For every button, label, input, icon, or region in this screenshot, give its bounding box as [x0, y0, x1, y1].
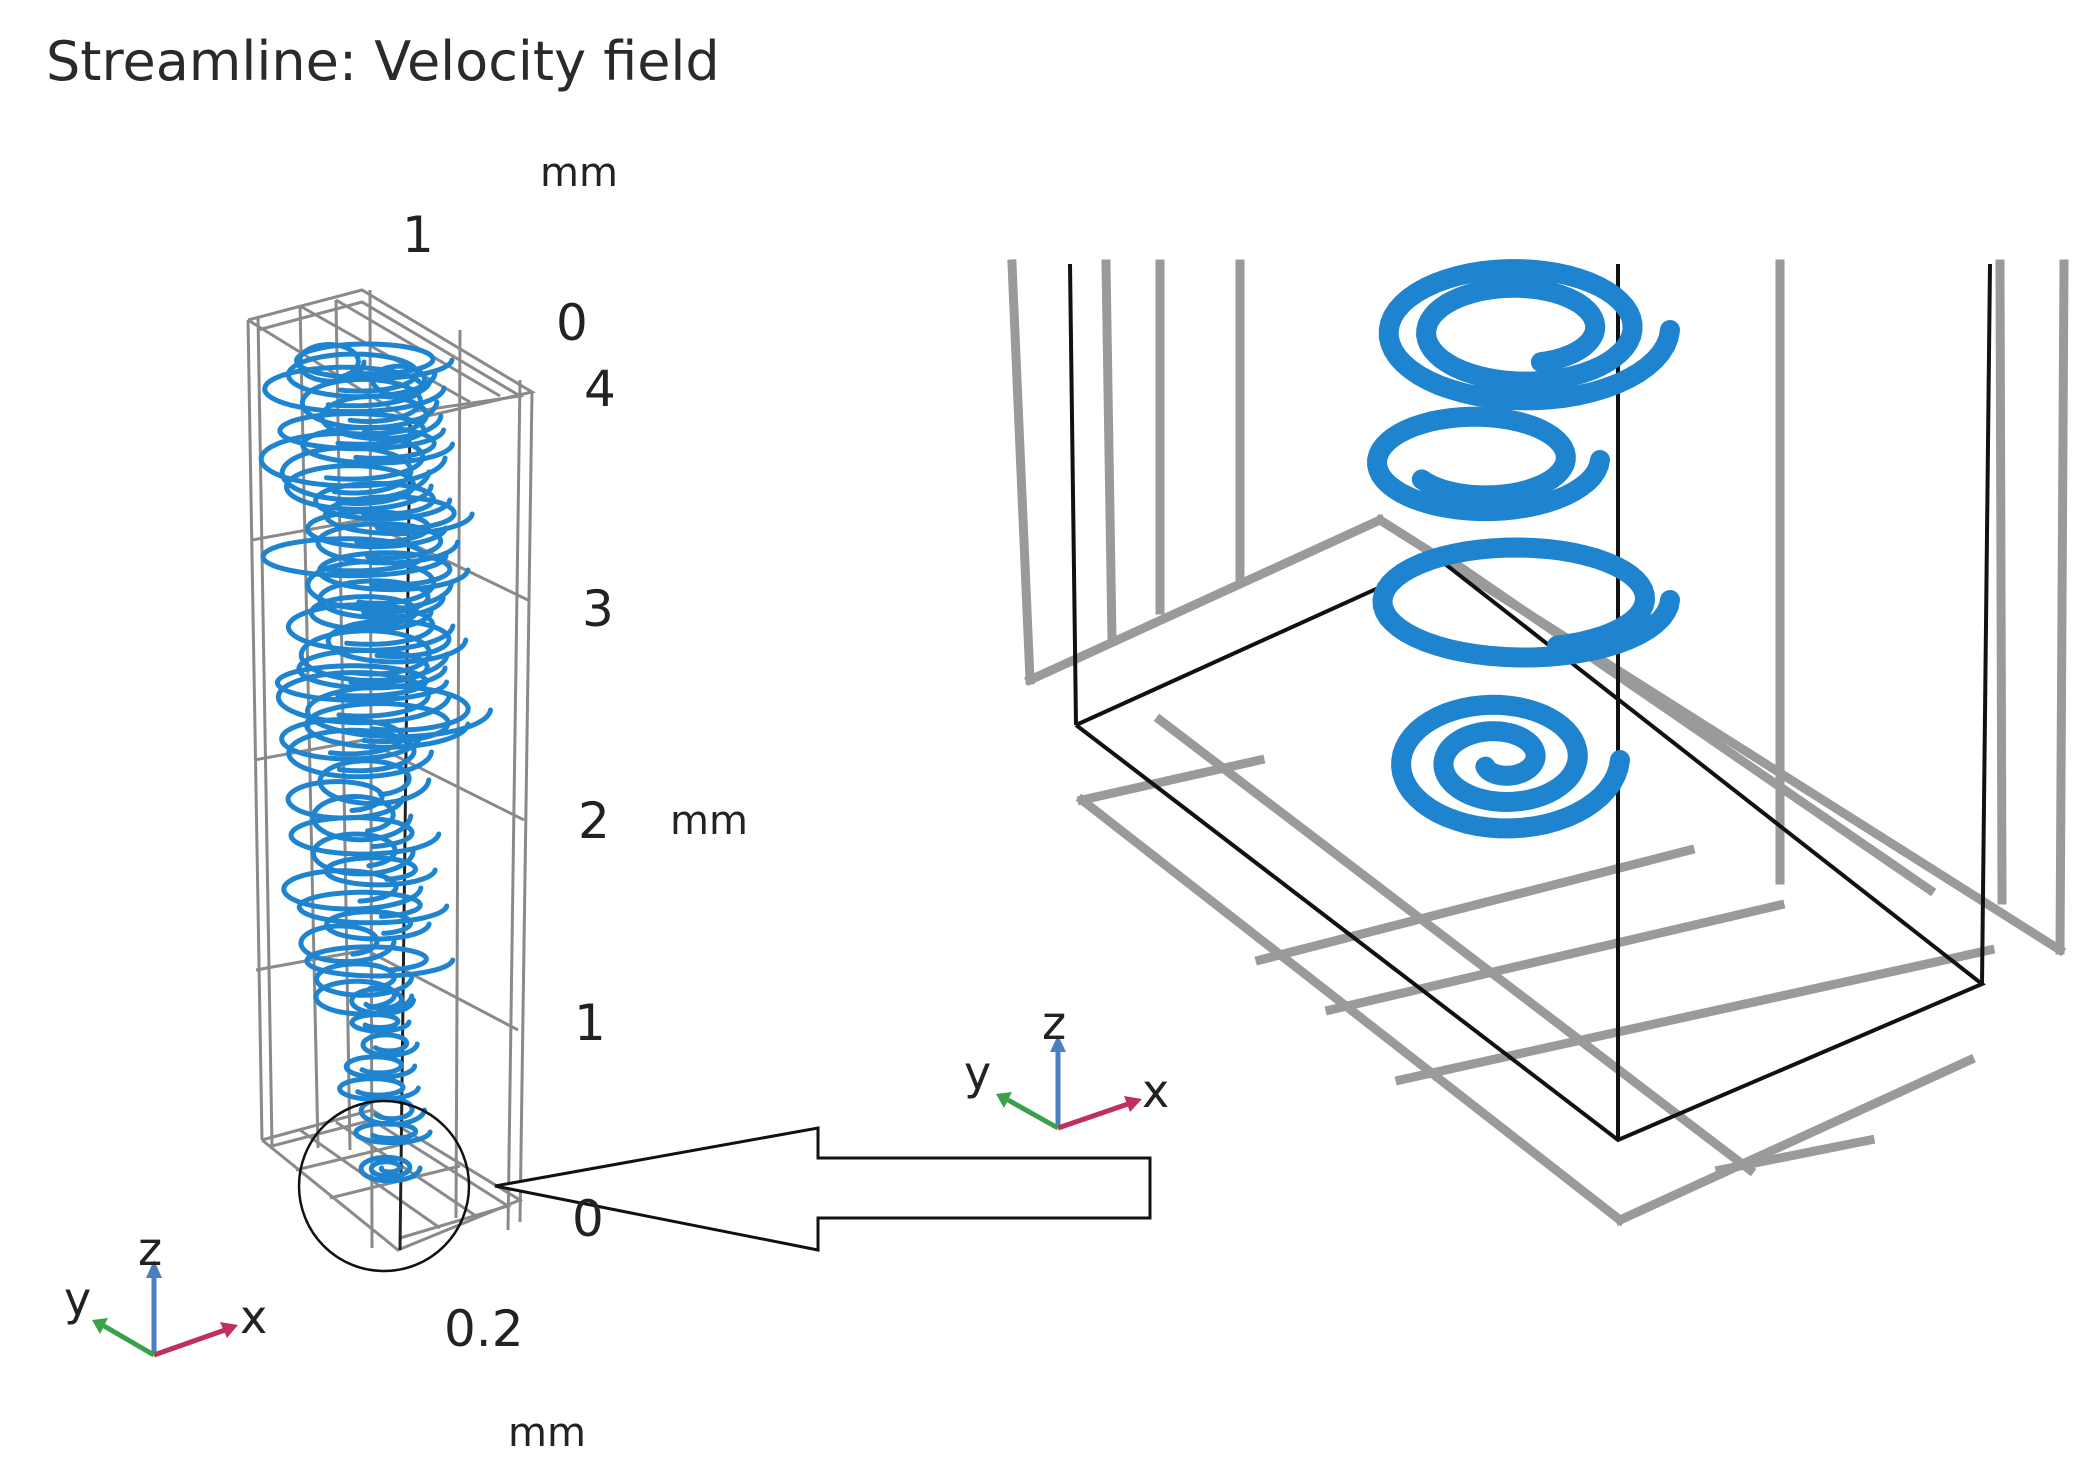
- triad-right-y-label: y: [964, 1046, 992, 1100]
- tick-z-4: 4: [584, 360, 616, 418]
- streamline-path: [358, 1154, 423, 1184]
- zoom-region-circle: [297, 1099, 471, 1273]
- streamline-path: [343, 1054, 418, 1080]
- tick-z-3: 3: [582, 580, 614, 638]
- streamline-path: [260, 536, 449, 579]
- streamline-path: [286, 727, 434, 780]
- tick-z-1: 1: [574, 994, 606, 1052]
- streamline-path: [313, 480, 453, 522]
- streamline-path: [1367, 406, 1610, 522]
- streamline-path: [305, 509, 449, 550]
- streamline-path: [313, 961, 415, 998]
- streamline-path: [298, 923, 397, 965]
- streamline-path: [281, 868, 424, 912]
- tick-x-bottom: 0.2: [444, 1300, 524, 1358]
- streamline-path: [1391, 694, 1630, 839]
- streamline-path: [310, 793, 414, 843]
- streamline-path: [1372, 537, 1680, 668]
- streamlines-zoom: [1367, 259, 1680, 839]
- unit-label-top: mm: [540, 150, 618, 196]
- zoom-view-front-edges: [1068, 263, 1992, 1143]
- streamline-path: [353, 1121, 433, 1146]
- triad-left-y-label: y: [64, 1272, 92, 1326]
- zoom-arrow: [494, 1126, 1152, 1252]
- streamline-path: [296, 342, 367, 384]
- streamline-path: [300, 424, 455, 466]
- zoom-view-wireframe: [1007, 259, 2069, 1227]
- streamline-path: [316, 550, 471, 593]
- streamline-path: [325, 618, 469, 665]
- axis-triad-right: [996, 1035, 1142, 1131]
- streamline-path: [360, 1032, 420, 1058]
- tick-z-0: 0: [572, 1190, 604, 1248]
- streamline-path: [349, 1012, 412, 1034]
- streamline-path: [304, 701, 471, 750]
- streamline-path: [317, 578, 446, 620]
- tick-z-2: 2: [578, 792, 610, 850]
- streamline-path: [288, 815, 442, 857]
- plot-title: Streamline: Velocity field: [46, 30, 720, 93]
- axis-triad-left: [92, 1260, 238, 1358]
- tick-y-top: 0: [556, 294, 588, 352]
- tick-x-top: 1: [402, 206, 434, 264]
- streamline-path: [1378, 259, 1680, 411]
- unit-label-bottom: mm: [508, 1410, 586, 1456]
- streamline-path: [304, 684, 493, 740]
- streamline-path: [296, 889, 450, 926]
- triad-left-x-label: x: [240, 1290, 268, 1344]
- streamline-path: [324, 909, 432, 942]
- triad-right-x-label: x: [1142, 1064, 1170, 1118]
- triad-left-z-label: z: [138, 1222, 163, 1276]
- streamline-path: [337, 1076, 421, 1103]
- streamline-path: [322, 494, 475, 537]
- unit-label-right: mm: [670, 798, 748, 844]
- triad-right-z-label: z: [1042, 996, 1067, 1050]
- streamline-path: [370, 363, 433, 398]
- streamlines-left: [258, 341, 493, 1184]
